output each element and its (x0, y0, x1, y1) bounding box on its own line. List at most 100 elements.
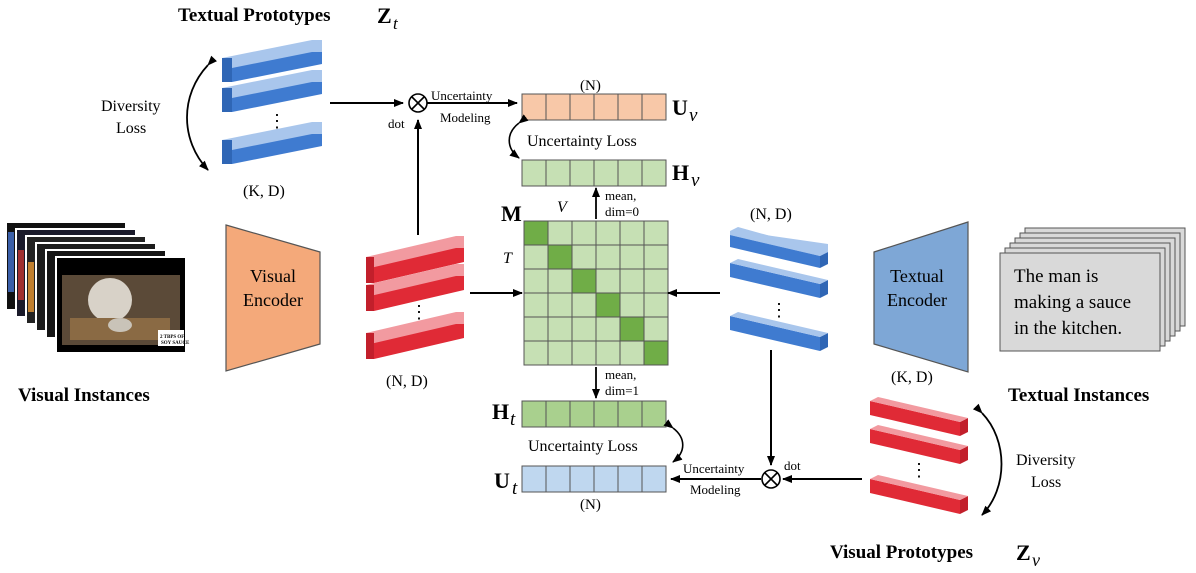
matrix-cell (571, 244, 597, 270)
matrix-cell (595, 244, 621, 270)
visual-instances-stack: 2 TBPS OF SOY SAUCE (5, 221, 190, 354)
diversity-loss-top-line1: Diversity (101, 98, 161, 115)
mean-bottom-line2: dim=1 (605, 383, 639, 398)
visual-prototype-bar-2 (870, 425, 968, 464)
ut-cell (617, 465, 643, 493)
visual-features-shape: (N, D) (386, 373, 428, 390)
matrix-cell (595, 316, 621, 342)
textual-instances-stack: The man is making a sauce in the kitchen… (999, 227, 1186, 352)
uncertainty-modeling-bottom-line2: Modeling (690, 482, 741, 497)
uncertainty-loss-bottom-label: Uncertainty Loss (528, 438, 638, 455)
textual-prototype-bar-2 (222, 70, 322, 112)
ut-cell (593, 465, 619, 493)
hv-cell (593, 159, 619, 187)
hv-symbol: H (672, 160, 689, 185)
matrix-cell (547, 292, 573, 318)
textual-feature-bar-3 (730, 312, 828, 351)
matrix-cell (523, 316, 549, 342)
hv-cell (617, 159, 643, 187)
uncertainty-modeling-bottom-line1: Uncertainty (683, 461, 745, 476)
ht-vector (521, 400, 667, 428)
textual-prototypes-title-text: Textual Prototypes (178, 5, 331, 26)
hv-cell (641, 159, 667, 187)
similarity-matrix (523, 220, 669, 366)
uv-cell (641, 93, 667, 121)
matrix-symbol: M (501, 201, 522, 226)
visual-encoder-shape (225, 224, 321, 372)
visual-prototypes-shape: (K, D) (891, 369, 933, 386)
dot-op-bottom (761, 469, 781, 489)
matrix-cell (571, 340, 597, 366)
matrix-diagonal-cell (523, 220, 549, 246)
visual-feature-dots: ⋮ (410, 302, 428, 322)
diversity-loss-bottom-arrow (972, 403, 1003, 516)
matrix-cell (571, 316, 597, 342)
uncertainty-loss-top-label: Uncertainty Loss (527, 133, 637, 150)
textual-feature-bar-1 (730, 227, 828, 268)
matrix-diagonal-cell (547, 244, 573, 270)
visual-feature-bars: ⋮ (366, 236, 464, 359)
mean-bottom-line1: mean, (605, 367, 636, 382)
ht-cell (521, 400, 547, 428)
matrix-cell (619, 220, 645, 246)
dot-op-top (408, 93, 428, 113)
matrix-cell (619, 292, 645, 318)
caption-line3: in the kitchen. (1014, 318, 1122, 339)
visual-feature-bar-3 (366, 312, 464, 359)
uv-cell (617, 93, 643, 121)
ut-cell (545, 465, 571, 493)
textual-prototypes-title: Textual Prototypes Z t (178, 3, 399, 33)
hv-cell (569, 159, 595, 187)
visual-encoder-line1: Visual (250, 266, 296, 286)
matrix-cell (643, 220, 669, 246)
ut-vector (521, 465, 667, 493)
visual-prototypes-title-text: Visual Prototypes (830, 542, 973, 563)
visual-prototype-bars: ⋮ (870, 397, 968, 514)
mean-top-line2: dim=0 (605, 204, 639, 219)
diversity-loss-bottom-line1: Diversity (1016, 452, 1076, 469)
matrix-cell (523, 244, 549, 270)
visual-feature-bar-1 (366, 236, 464, 283)
matrix-cell (643, 244, 669, 270)
matrix-cell (547, 316, 573, 342)
matrix-diagonal-cell (595, 292, 621, 318)
zt-subscript: t (393, 14, 399, 33)
visual-prototypes-title: Visual Prototypes Z v (830, 540, 1040, 570)
uv-cell (569, 93, 595, 121)
textual-encoder-line1: Textual (890, 266, 944, 286)
ht-cell (569, 400, 595, 428)
matrix-cell (547, 220, 573, 246)
matrix-cell (643, 268, 669, 294)
ht-cell (641, 400, 667, 428)
diversity-loss-top-arrow (186, 55, 218, 171)
matrix-cell (571, 220, 597, 246)
uncertainty-modeling-top-line2: Modeling (440, 110, 491, 125)
textual-feature-bar-2 (730, 259, 828, 298)
ht-cell (593, 400, 619, 428)
hv-cell (545, 159, 571, 187)
matrix-cell (595, 220, 621, 246)
thumb-text-2: SOY SAUCE (161, 341, 190, 346)
textual-feature-dots: ⋮ (770, 300, 788, 320)
textual-feature-bars: ⋮ (730, 227, 828, 351)
diversity-loss-top-line2: Loss (116, 120, 146, 137)
matrix-cell (523, 268, 549, 294)
zt-symbol: Z (377, 3, 392, 28)
textual-prototype-bar-1 (222, 40, 322, 82)
visual-feature-bar-2 (366, 264, 464, 311)
matrix-cell (571, 292, 597, 318)
textual-prototype-bars: ⋮ (222, 40, 322, 164)
uv-count: (N) (580, 78, 601, 94)
matrix-cell (619, 268, 645, 294)
ut-count: (N) (580, 497, 601, 513)
ut-cell (521, 465, 547, 493)
hv-subscript: v (691, 170, 700, 191)
matrix-cell (643, 316, 669, 342)
matrix-cell (595, 268, 621, 294)
zv-symbol: Z (1016, 540, 1031, 565)
uv-symbol: U (672, 95, 688, 120)
matrix-cell (643, 292, 669, 318)
uncertainty-loss-top-arrow (508, 114, 529, 159)
